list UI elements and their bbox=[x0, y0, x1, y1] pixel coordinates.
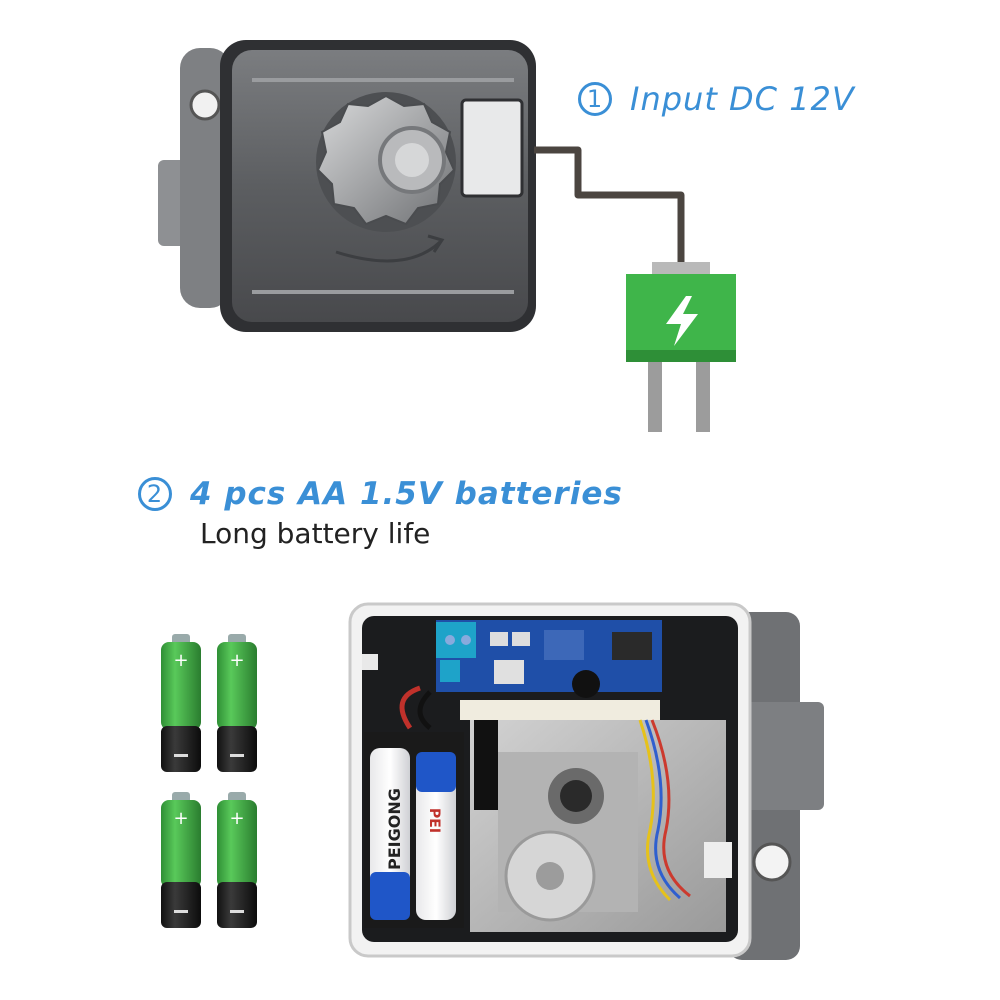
lock-bottom-groove bbox=[252, 290, 514, 294]
feature-1: 1 Input DC 12V bbox=[578, 80, 855, 118]
cavity-slot bbox=[362, 654, 378, 670]
turn-arrow-icon bbox=[335, 240, 442, 263]
feature-1-number: 1 bbox=[578, 82, 612, 116]
power-cable bbox=[534, 146, 685, 262]
plus-icon: + bbox=[173, 808, 188, 829]
lightning-bolt-icon bbox=[666, 296, 698, 346]
feature-2-number: 2 bbox=[138, 477, 172, 511]
open-lock-image: PEIGONG PEI bbox=[348, 602, 824, 960]
keyhole-cylinder bbox=[395, 143, 429, 177]
card-reader-window bbox=[460, 98, 524, 198]
lock-top-groove bbox=[252, 78, 514, 82]
feature-2: 2 4 pcs AA 1.5V batteries bbox=[138, 476, 623, 512]
minus-icon bbox=[174, 910, 188, 913]
battery-2: + bbox=[217, 634, 257, 772]
blue-wire bbox=[644, 719, 681, 900]
red-signal-wire bbox=[650, 719, 691, 898]
yellow-wire bbox=[638, 719, 672, 902]
plus-icon: + bbox=[229, 808, 244, 829]
red-wire bbox=[399, 685, 421, 730]
tube bbox=[474, 720, 498, 810]
terminal-block-small bbox=[440, 660, 460, 682]
battery-brand-label: PEIGONG bbox=[385, 788, 404, 870]
buzzer bbox=[572, 670, 600, 698]
plug-pin-right bbox=[696, 362, 710, 432]
black-wire bbox=[417, 690, 432, 730]
plug-bottom-shade bbox=[626, 350, 736, 362]
feature-2-text: 4 pcs AA 1.5V batteries bbox=[190, 476, 623, 512]
plus-icon: + bbox=[229, 650, 244, 671]
minus-icon bbox=[230, 754, 244, 757]
mount-hole-top bbox=[189, 89, 221, 121]
feature-2-subtext: Long battery life bbox=[200, 517, 431, 550]
battery-4: + bbox=[217, 792, 257, 928]
turn-arrow-head-icon bbox=[427, 234, 445, 253]
wire-connectors bbox=[460, 700, 660, 720]
open-lock-latch-bolt bbox=[742, 702, 824, 810]
battery-1: + bbox=[161, 634, 201, 772]
power-plug bbox=[626, 262, 736, 432]
plug-pin-left bbox=[648, 362, 662, 432]
battery-group: + + + + bbox=[161, 634, 257, 928]
aa-cell-2 bbox=[416, 752, 456, 920]
minus-icon bbox=[230, 910, 244, 913]
feature-1-text: Input DC 12V bbox=[630, 80, 855, 118]
mount-hole-bottom bbox=[752, 842, 792, 882]
battery-3: + bbox=[161, 792, 201, 928]
battery-brand-label-alt: PEI bbox=[426, 808, 442, 833]
closed-lock-image bbox=[158, 40, 536, 332]
wire-clip bbox=[704, 842, 732, 878]
minus-icon bbox=[174, 754, 188, 757]
plus-icon: + bbox=[173, 650, 188, 671]
